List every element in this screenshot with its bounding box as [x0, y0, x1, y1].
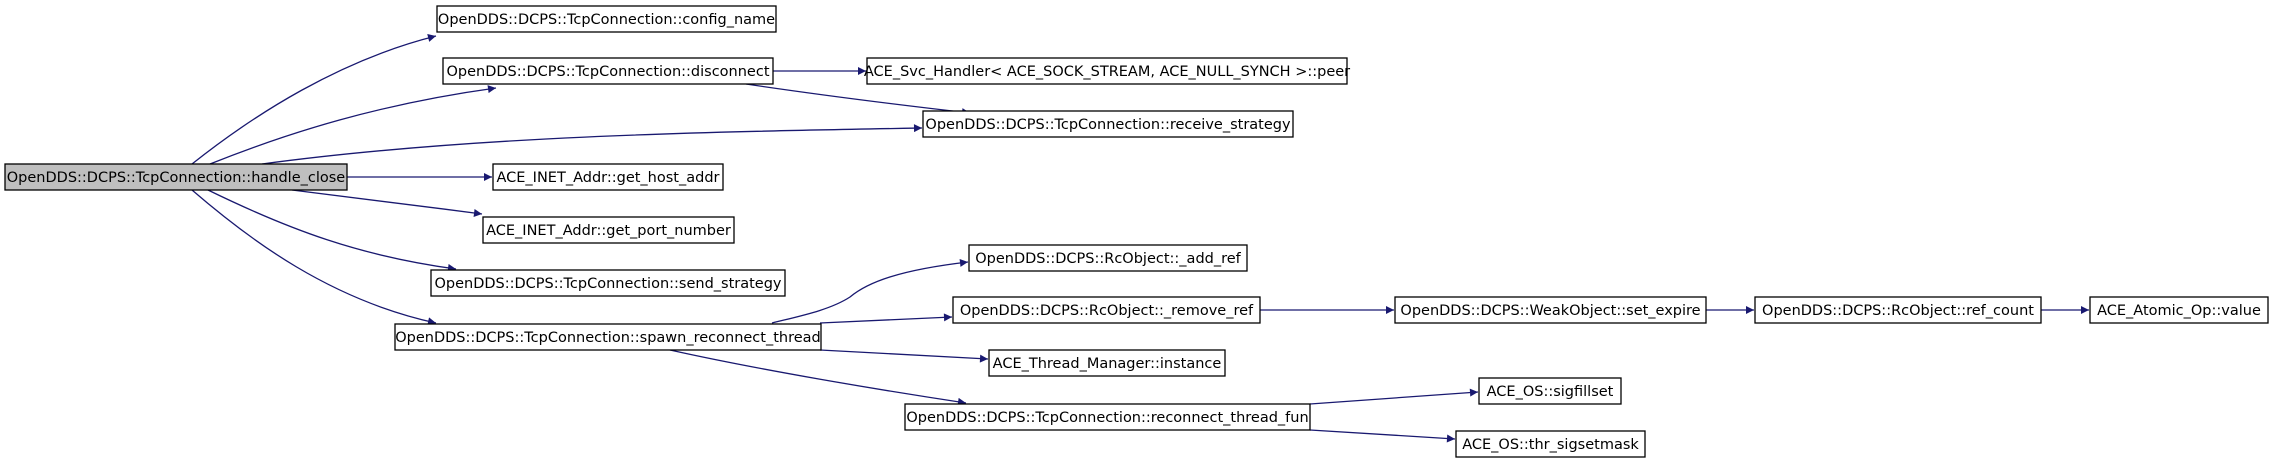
node-atomic-value[interactable]: ACE_Atomic_Op::value — [2089, 296, 2269, 324]
edge-handle-close-to-disconnect — [209, 85, 497, 165]
edge-handle-close-to-receive-strategy — [261, 124, 923, 165]
node-reconnect-thread-fun[interactable]: OpenDDS::DCPS::TcpConnection::reconnect_… — [904, 403, 1311, 431]
node-label-disconnect: OpenDDS::DCPS::TcpConnection::disconnect — [446, 64, 769, 80]
node-label-peer: ACE_Svc_Handler< ACE_SOCK_STREAM, ACE_NU… — [864, 64, 1350, 80]
edge-reconnect-thread-fun-to-thr-sigsetmask — [1309, 429, 1456, 443]
edge-disconnect-to-receive-strategy — [745, 83, 971, 117]
node-label-atomic-value: ACE_Atomic_Op::value — [2097, 303, 2261, 319]
node-add-ref[interactable]: OpenDDS::DCPS::RcObject::_add_ref — [968, 244, 1248, 272]
node-label-set-expire: OpenDDS::DCPS::WeakObject::set_expire — [1400, 303, 1700, 319]
node-sigfillset[interactable]: ACE_OS::sigfillset — [1478, 377, 1622, 405]
edge-spawn-to-add-ref — [771, 258, 969, 324]
node-label-reconnect-thread-fun: OpenDDS::DCPS::TcpConnection::reconnect_… — [906, 410, 1308, 426]
node-remove-ref[interactable]: OpenDDS::DCPS::RcObject::_remove_ref — [952, 296, 1261, 324]
node-send-strategy[interactable]: OpenDDS::DCPS::TcpConnection::send_strat… — [430, 269, 786, 297]
node-receive-strategy[interactable]: OpenDDS::DCPS::TcpConnection::receive_st… — [922, 110, 1294, 138]
edge-handle-close-to-get-port-number — [291, 189, 483, 217]
node-thr-sigsetmask[interactable]: ACE_OS::thr_sigsetmask — [1455, 430, 1646, 458]
node-label-sigfillset: ACE_OS::sigfillset — [1487, 384, 1614, 400]
node-label-thr-sigsetmask: ACE_OS::thr_sigsetmask — [1462, 437, 1639, 453]
node-thread-manager-instance[interactable]: ACE_Thread_Manager::instance — [988, 349, 1226, 377]
node-ref-count[interactable]: OpenDDS::DCPS::RcObject::ref_count — [1754, 296, 2042, 324]
node-label-thread-manager-instance: ACE_Thread_Manager::instance — [993, 356, 1222, 372]
node-label-ref-count: OpenDDS::DCPS::RcObject::ref_count — [1762, 303, 2034, 319]
node-disconnect[interactable]: OpenDDS::DCPS::TcpConnection::disconnect — [442, 57, 774, 85]
node-label-handle-close: OpenDDS::DCPS::TcpConnection::handle_clo… — [7, 170, 346, 186]
node-peer[interactable]: ACE_Svc_Handler< ACE_SOCK_STREAM, ACE_NU… — [864, 57, 1350, 85]
edge-handle-close-to-send-strategy — [207, 189, 457, 272]
node-get-port-number[interactable]: ACE_INET_Addr::get_port_number — [482, 216, 735, 244]
node-get-host-addr[interactable]: ACE_INET_Addr::get_host_addr — [492, 163, 724, 191]
edge-reconnect-thread-fun-to-sigfillset — [1309, 388, 1479, 405]
node-label-get-port-number: ACE_INET_Addr::get_port_number — [486, 223, 731, 239]
node-spawn-reconnect-thread[interactable]: OpenDDS::DCPS::TcpConnection::spawn_reco… — [394, 323, 822, 351]
edge-spawn-to-reconnect-thread-fun — [669, 349, 967, 406]
node-label-remove-ref: OpenDDS::DCPS::RcObject::_remove_ref — [960, 303, 1254, 319]
node-handle-close[interactable]: OpenDDS::DCPS::TcpConnection::handle_clo… — [4, 163, 348, 191]
edge-handle-close-to-spawn-reconnect-thread — [191, 189, 437, 326]
node-label-spawn-reconnect-thread: OpenDDS::DCPS::TcpConnection::spawn_reco… — [395, 330, 821, 346]
node-config-name[interactable]: OpenDDS::DCPS::TcpConnection::config_nam… — [436, 5, 777, 33]
function-nodes: OpenDDS::DCPS::TcpConnection::handle_clo… — [4, 5, 2269, 458]
edge-handle-close-to-config-name — [191, 34, 437, 165]
node-label-config-name: OpenDDS::DCPS::TcpConnection::config_nam… — [438, 12, 775, 28]
edge-spawn-to-remove-ref — [819, 313, 953, 324]
node-label-add-ref: OpenDDS::DCPS::RcObject::_add_ref — [975, 251, 1241, 267]
node-set-expire[interactable]: OpenDDS::DCPS::WeakObject::set_expire — [1394, 296, 1707, 324]
call-edges — [191, 34, 2089, 443]
node-label-get-host-addr: ACE_INET_Addr::get_host_addr — [496, 170, 719, 186]
edge-spawn-to-thread-manager-instance — [819, 349, 989, 363]
node-label-receive-strategy: OpenDDS::DCPS::TcpConnection::receive_st… — [925, 117, 1291, 133]
node-label-send-strategy: OpenDDS::DCPS::TcpConnection::send_strat… — [434, 276, 781, 292]
